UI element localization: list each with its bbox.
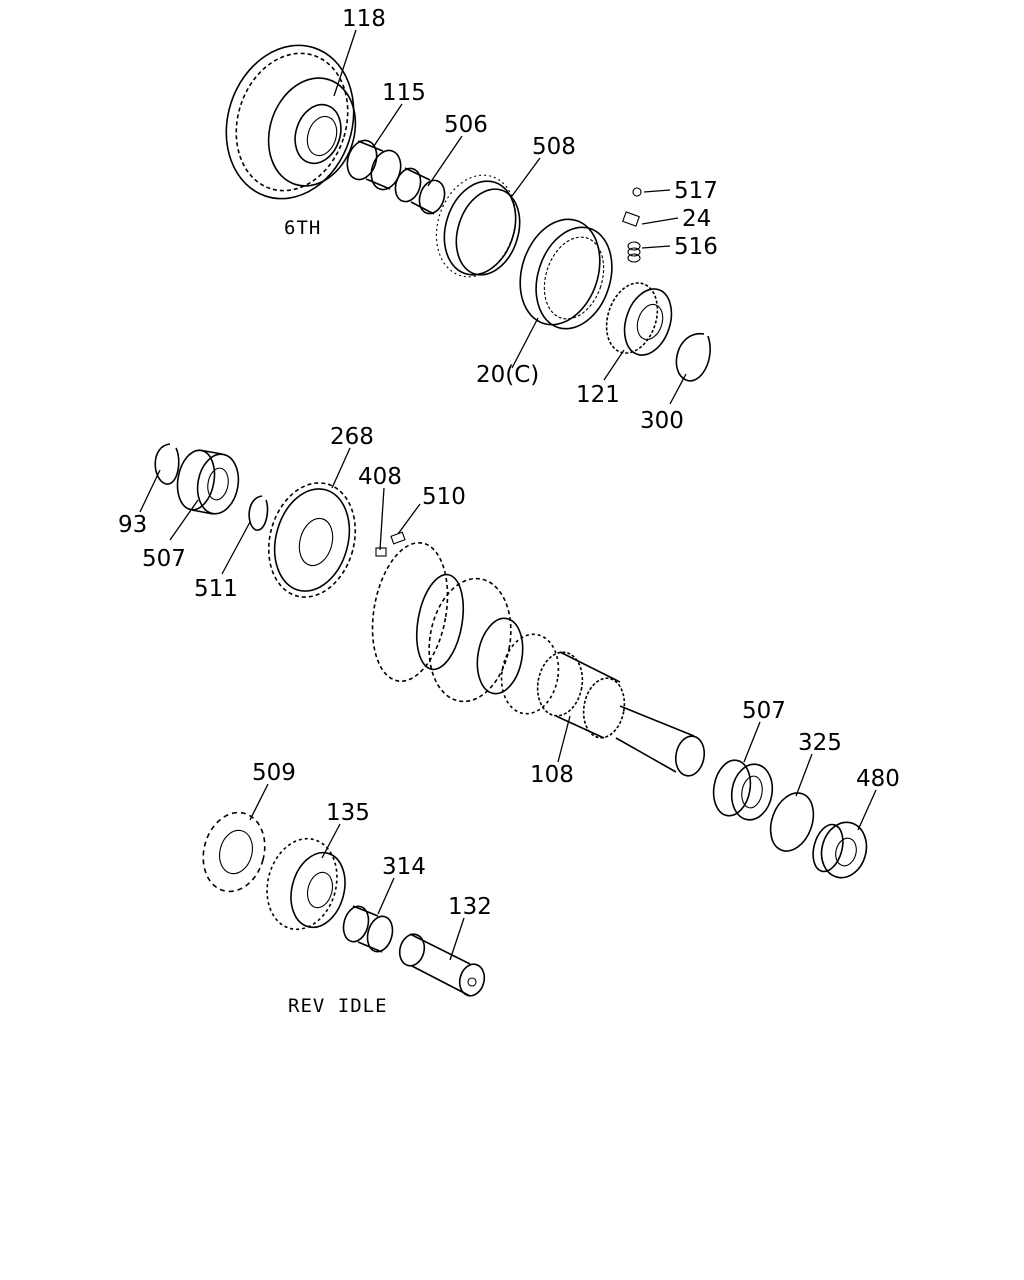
bearing-507-left (176, 449, 240, 515)
cap-480 (812, 821, 868, 879)
label-507-right: 507 (742, 698, 786, 724)
countershaft-108 (371, 541, 706, 777)
label-24: 24 (682, 206, 711, 232)
sleeve-20c (519, 218, 613, 330)
snap-ring-93 (154, 443, 180, 485)
needle-bearing-314 (342, 905, 394, 953)
label-511: 511 (194, 576, 238, 602)
label-508: 508 (532, 134, 576, 160)
thrust-washer-509 (202, 811, 266, 893)
label-20c: 20(C) (476, 362, 539, 388)
synchro-ring-508 (435, 174, 521, 278)
label-517: 517 (674, 178, 718, 204)
caption-rev-idle: REV IDLE (288, 995, 388, 1017)
label-408: 408 (358, 464, 402, 490)
label-135: 135 (326, 800, 370, 826)
label-516: 516 (674, 234, 718, 260)
hub-121 (605, 282, 673, 356)
label-325: 325 (798, 730, 842, 756)
snap-ring-300 (675, 333, 711, 382)
caption-6th: 6TH (284, 217, 321, 239)
key-parts-517-24-516 (622, 187, 642, 263)
label-506: 506 (444, 112, 488, 138)
label-93: 93 (118, 512, 147, 538)
label-509: 509 (252, 760, 296, 786)
gear-268 (267, 482, 357, 598)
label-268: 268 (330, 424, 374, 450)
label-132: 132 (448, 894, 492, 920)
label-507-left: 507 (142, 546, 186, 572)
gear-135 (266, 837, 346, 931)
label-510: 510 (422, 484, 466, 510)
gear-118 (225, 44, 357, 200)
label-118: 118 (342, 6, 386, 32)
bearing-507-right (712, 759, 774, 821)
sleeve-506 (394, 167, 446, 215)
idler-shaft-132 (398, 933, 486, 997)
leader-lines (139, 29, 877, 961)
label-314: 314 (382, 854, 426, 880)
label-108: 108 (530, 762, 574, 788)
snap-ring-511 (248, 495, 269, 531)
label-121: 121 (576, 382, 620, 408)
snap-ring-325 (769, 792, 815, 852)
label-115: 115 (382, 80, 426, 106)
spring-408-pin-510 (375, 531, 406, 557)
label-480: 480 (856, 766, 900, 792)
label-300: 300 (640, 408, 684, 434)
